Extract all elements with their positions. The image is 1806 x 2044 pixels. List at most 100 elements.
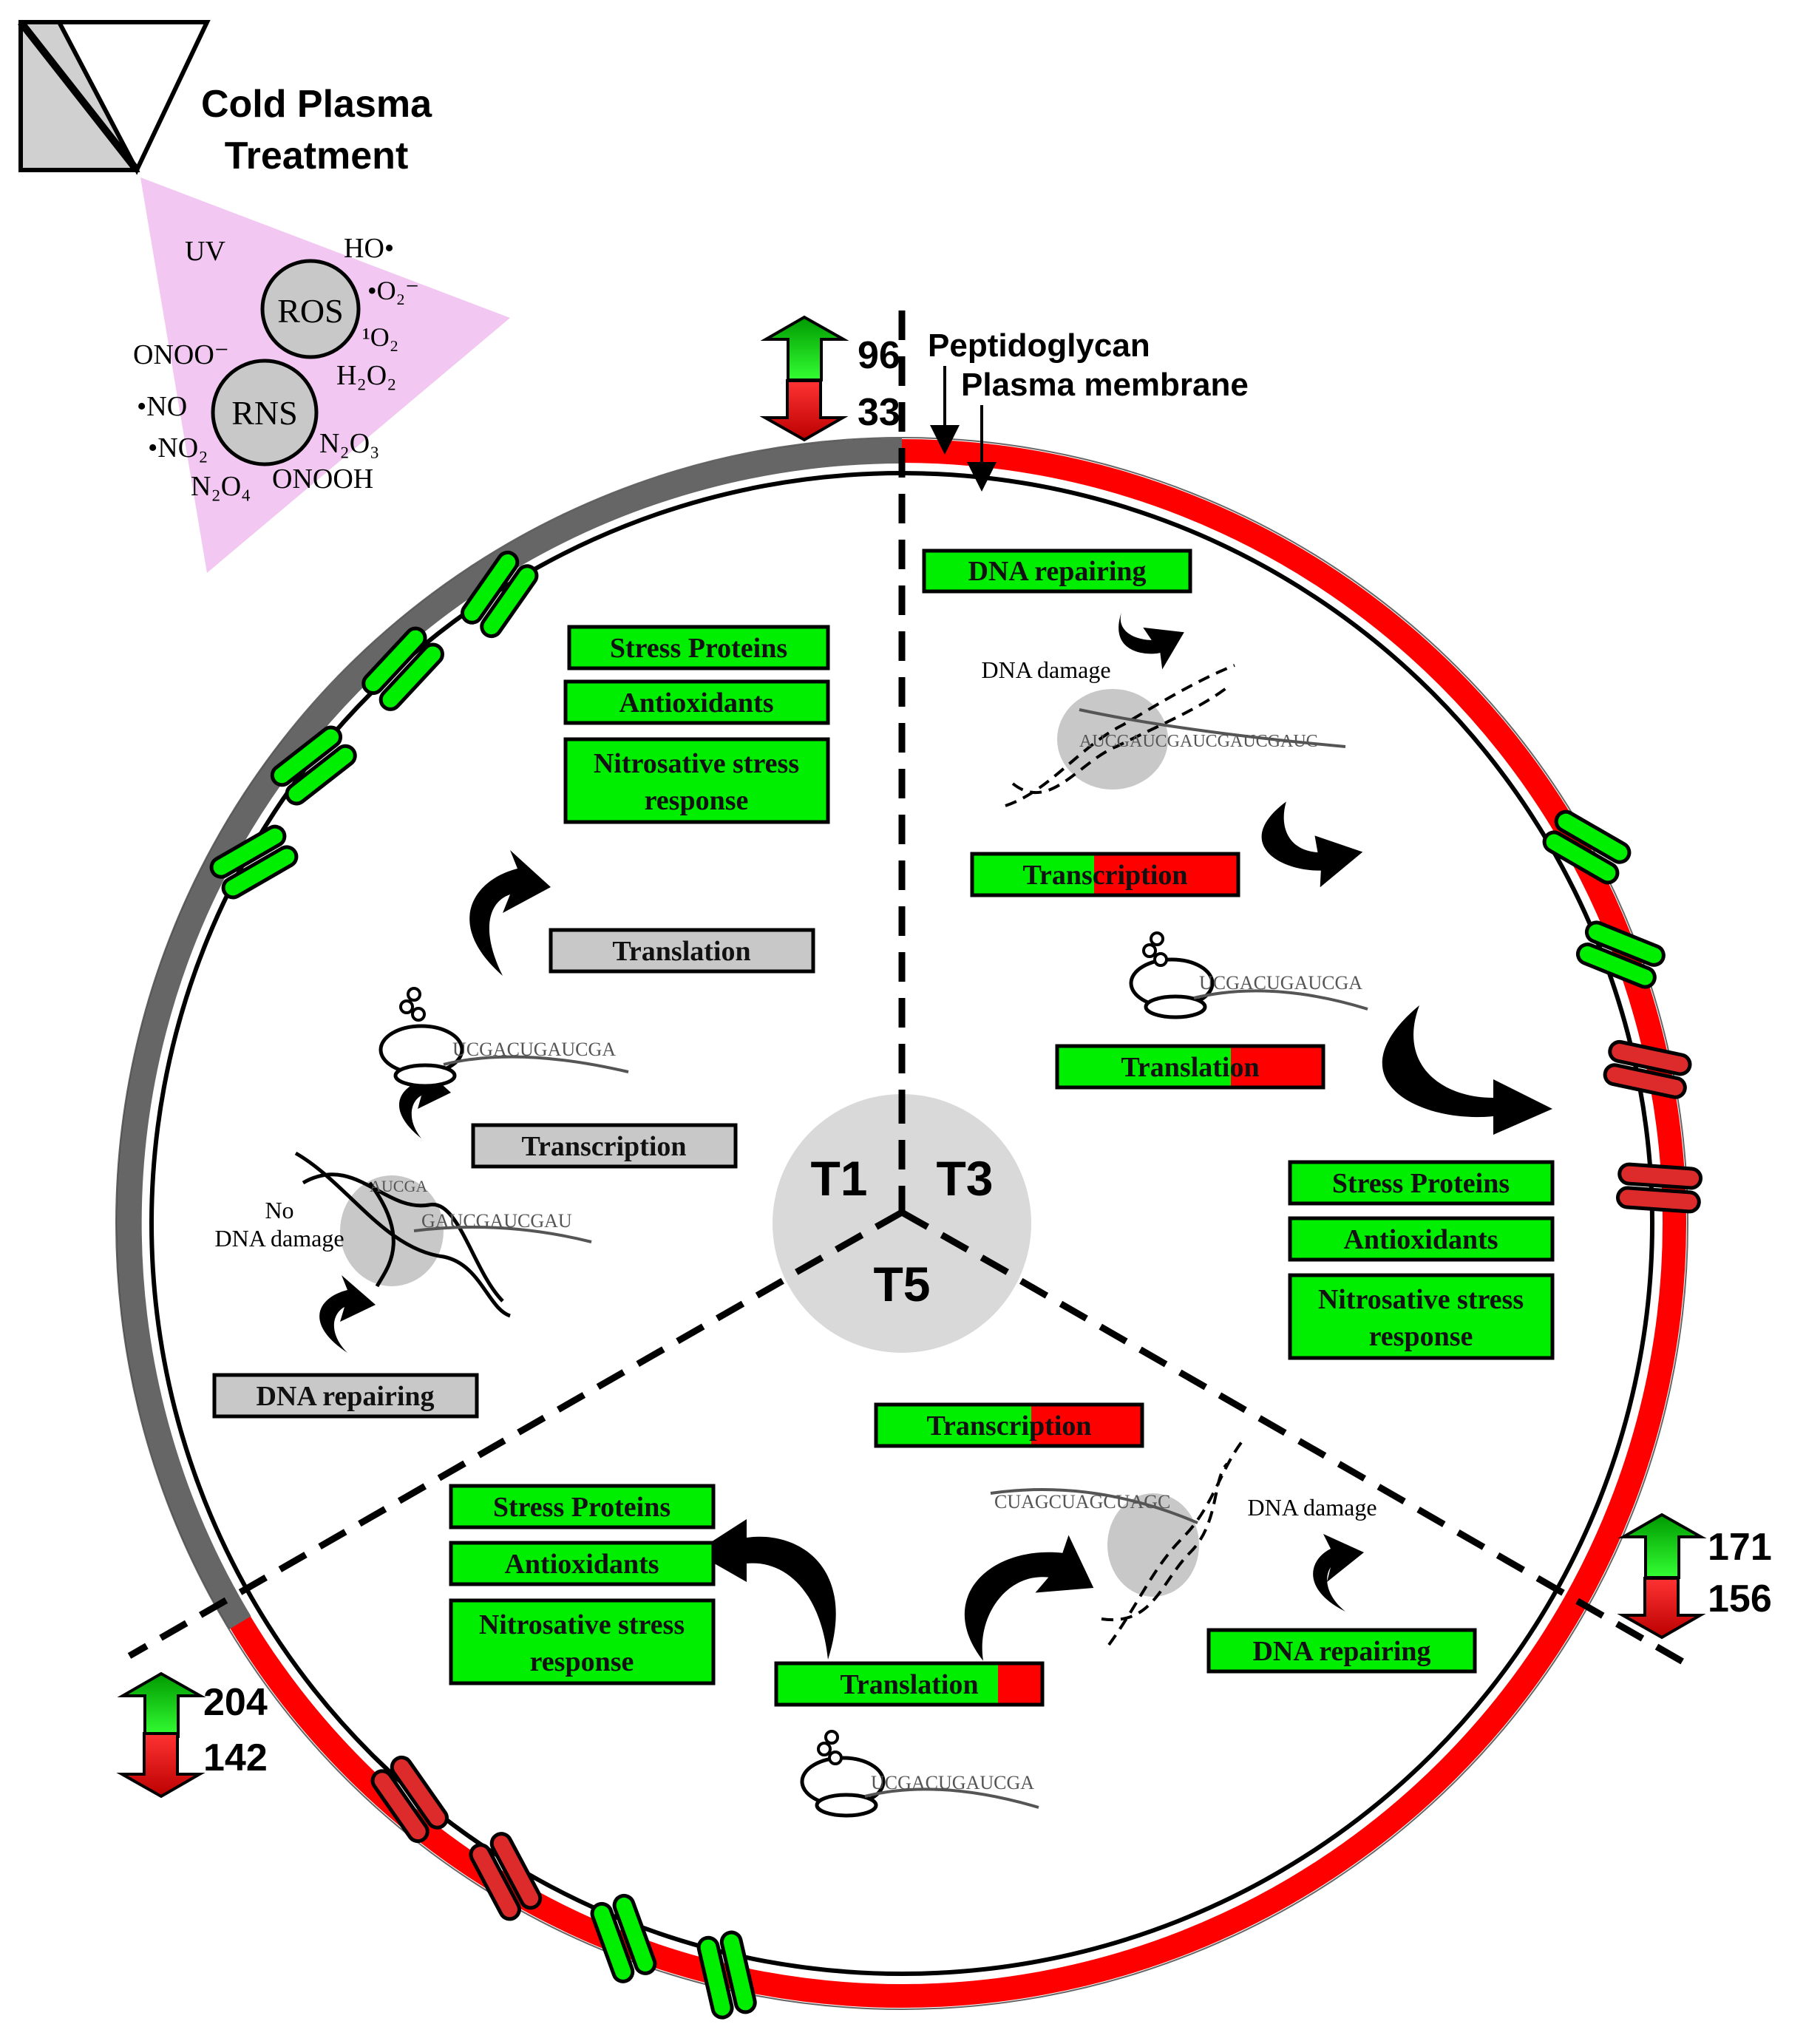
reactive-species: ROS RNS UV HO• •O₂⁻ ¹O₂ H₂O₂ ONOO⁻ •NO •… [133, 233, 419, 502]
plasma-membrane-label: Plasma membrane [961, 367, 1249, 403]
t1-no-damage-line2: DNA damage [214, 1225, 344, 1252]
up-arrow-icon [760, 315, 849, 381]
t1-mrna-sequence: UCGACUGAUCGA [452, 1039, 616, 1060]
dinitrogen-trioxide: N₂O₃ [319, 428, 379, 459]
sector-dividers [127, 310, 1688, 1666]
t1-nitrosative-line2: response [645, 785, 749, 816]
curved-arrow-icon [1118, 611, 1184, 670]
t3-mrna-sequence: UCGACUGAUCGA [1199, 972, 1362, 994]
gene-count-t5-right: 171 156 [1617, 1512, 1772, 1640]
t1-nitrosative-line1: Nitrosative stress [594, 748, 799, 779]
superoxide: •O₂⁻ [367, 276, 419, 305]
t3-rna-sequence: AUCGAUCGAUCGAUCGAUC [1079, 732, 1318, 751]
plasma-torch-icon [18, 19, 211, 175]
singlet-oxygen: ¹O₂ [362, 322, 398, 352]
t5-translation: Translation [840, 1669, 978, 1700]
t3-nitrosative-line2: response [1369, 1321, 1473, 1352]
up-arrow-icon [117, 1671, 206, 1738]
curved-arrow-icon [695, 1519, 836, 1660]
curved-arrow-icon [319, 1275, 376, 1353]
treatment-t1: T1 [810, 1151, 867, 1206]
curved-arrow-icon [469, 850, 551, 976]
dinitrogen-tetroxide: N₂O₄ [191, 471, 251, 502]
membrane-labels: Peptidoglycan Plasma membrane [928, 327, 1249, 492]
nitric-oxide: •NO [137, 391, 187, 422]
sector-t1: Stress Proteins Antioxidants Nitrosative… [212, 625, 830, 1419]
channel-red [370, 1755, 449, 1844]
t1-rna-sequence: GAUCGAUCGAU [421, 1210, 572, 1232]
t3-stress-proteins: Stress Proteins [1332, 1168, 1510, 1199]
up-arrow-icon [1617, 1512, 1707, 1579]
channel-green [590, 1893, 657, 1983]
channel-green [209, 824, 299, 900]
t3-dna-damage: DNA damage [981, 656, 1110, 683]
t3-transcription: Transcription [1022, 860, 1187, 891]
gene-count-t5-left: 204 142 [116, 1671, 268, 1799]
downregulated-count: 33 [858, 391, 900, 434]
curved-arrow-icon [1261, 801, 1363, 888]
ribosome-icon: UCGACUGAUCGA [378, 987, 629, 1088]
down-arrow-icon [759, 379, 849, 442]
t5-mrna-sequence: UCGACUGAUCGA [871, 1772, 1034, 1793]
down-arrow-icon [1617, 1577, 1706, 1640]
uv-label: UV [185, 236, 225, 267]
treatment-t3: T3 [936, 1151, 993, 1206]
t3-translation-box: Translation [1055, 1044, 1325, 1090]
ros-label: ROS [277, 292, 343, 330]
peroxynitrous-acid: ONOOH [272, 464, 373, 495]
ho-radical: HO• [344, 233, 394, 264]
title-line1: Cold Plasma [201, 83, 432, 126]
t5-transcription: Transcription [926, 1410, 1091, 1442]
curved-arrow-icon [964, 1535, 1094, 1661]
nitrogen-dioxide: •NO₂ [148, 432, 208, 464]
channel-green [1575, 920, 1666, 989]
t1-transcription: Transcription [521, 1131, 686, 1162]
t1-rna-fragment: AUCGA [370, 1177, 427, 1195]
t3-transcription-box: Transcription [970, 852, 1240, 897]
damaged-dna-icon: CUAGCUAGCUAGC [990, 1440, 1243, 1646]
t5-nitrosative-line1: Nitrosative stress [479, 1609, 685, 1640]
treatment-t5: T5 [873, 1257, 930, 1311]
upregulated-count: 204 [203, 1681, 268, 1724]
t5-translation-box: Translation [774, 1661, 1045, 1707]
peptidoglycan-layer-t1 [116, 438, 903, 1629]
t3-dna-repairing: DNA repairing [968, 556, 1146, 587]
downregulated-count: 156 [1708, 1578, 1772, 1620]
t5-rna-sequence: CUAGCUAGCUAGC [994, 1491, 1170, 1512]
title-line2: Treatment [225, 135, 409, 177]
gene-count-t3: 96 33 [759, 315, 900, 442]
peroxynitrite: ONOO⁻ [133, 339, 229, 370]
t1-no-damage-line1: No [265, 1197, 293, 1223]
channel-green [361, 626, 444, 711]
dna-helix-icon: GAUCGAUCGAU AUCGA [294, 1151, 592, 1318]
curved-arrow-icon [1382, 1005, 1552, 1135]
ribosome-icon: UCGACUGAUCGA [800, 1730, 1039, 1818]
t5-transcription-box: Transcription [874, 1402, 1144, 1448]
peptidoglycan-label: Peptidoglycan [928, 327, 1150, 364]
upregulated-count: 96 [858, 334, 900, 377]
channel-green [461, 550, 539, 639]
channel-red [1615, 1162, 1703, 1214]
center-circle [773, 1094, 1031, 1353]
title: Cold Plasma Treatment [201, 83, 432, 177]
channel-red [1603, 1039, 1692, 1099]
curved-arrow-icon [1313, 1534, 1364, 1612]
channel-red [469, 1832, 543, 1921]
upregulated-count: 171 [1708, 1526, 1772, 1569]
channel-green [696, 1930, 757, 2020]
t5-nitrosative-line2: response [530, 1646, 634, 1677]
t3-antioxidants: Antioxidants [1343, 1224, 1498, 1255]
t3-nitrosative-line1: Nitrosative stress [1318, 1284, 1524, 1315]
membrane-channels [209, 550, 1703, 2020]
downregulated-count: 142 [203, 1736, 268, 1779]
t3-translation: Translation [1121, 1052, 1259, 1083]
hydrogen-peroxide: H₂O₂ [336, 360, 396, 391]
plasma-plume [140, 177, 510, 573]
rns-label: RNS [231, 394, 297, 432]
t1-dna-repairing: DNA repairing [256, 1381, 434, 1412]
t5-stress-proteins: Stress Proteins [493, 1492, 671, 1523]
down-arrow-icon [116, 1732, 206, 1799]
channel-green [270, 725, 357, 806]
t5-antioxidants: Antioxidants [504, 1549, 659, 1580]
